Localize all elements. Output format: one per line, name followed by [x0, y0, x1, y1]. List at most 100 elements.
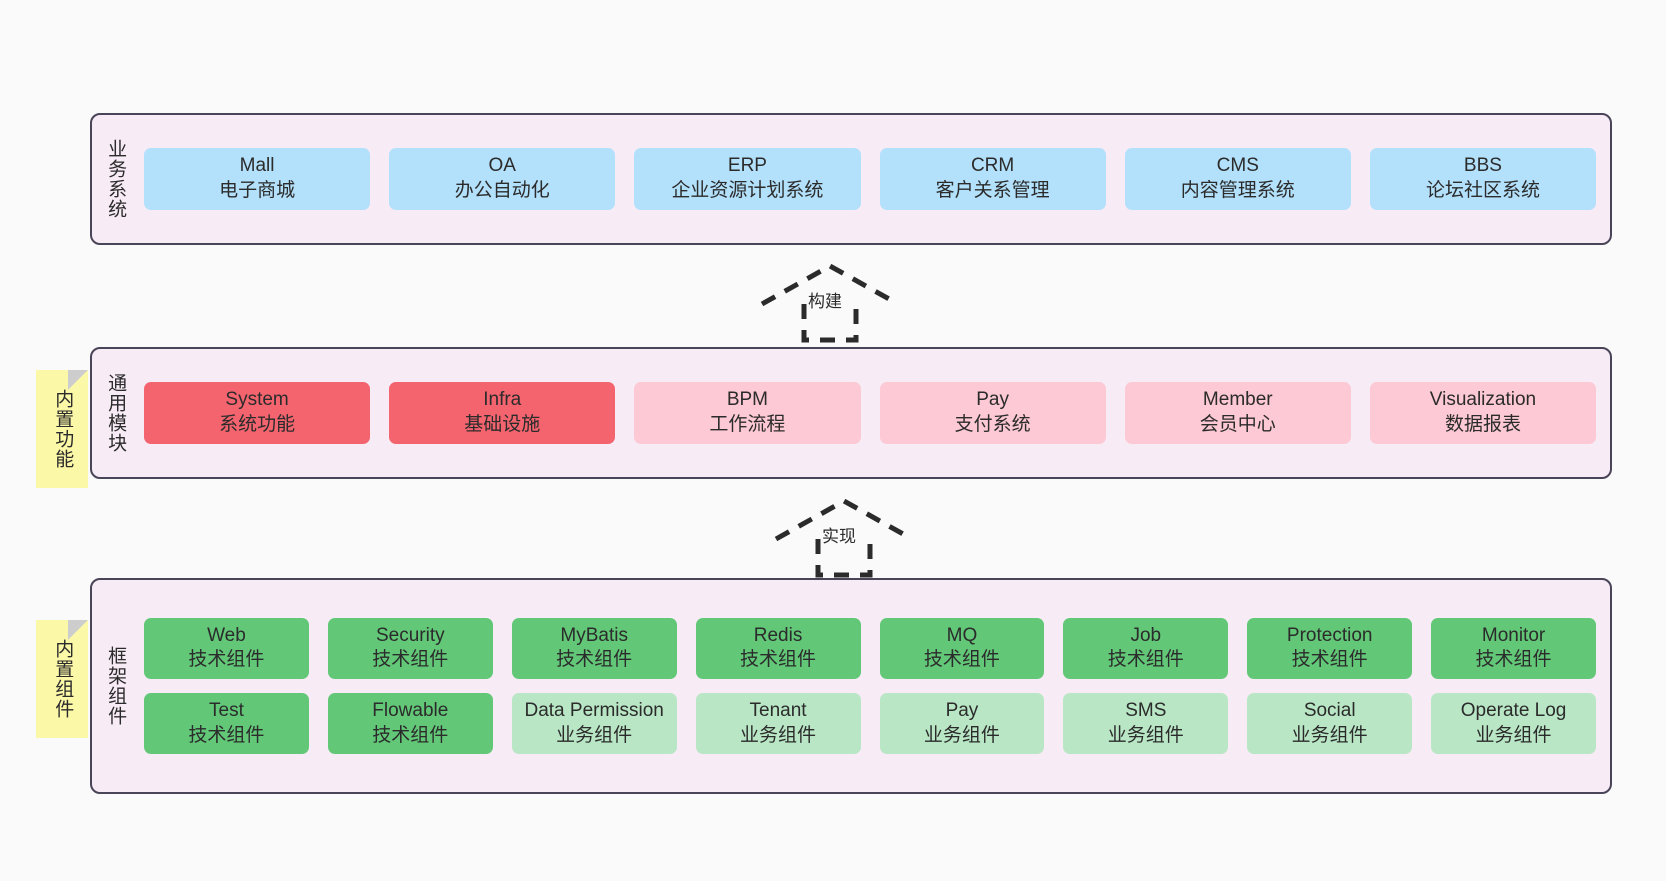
node-subtitle: 技术组件: [1291, 649, 1368, 671]
node-subtitle: 技术组件: [188, 724, 265, 746]
node-subtitle: 技术组件: [372, 649, 449, 671]
node-subtitle: 工作流程: [709, 414, 786, 435]
node-subtitle: 业务组件: [740, 724, 817, 746]
node-mall[interactable]: Mall 电子商城: [144, 148, 371, 210]
node-test[interactable]: Test 技术组件: [144, 693, 309, 755]
sticky-note-label: 内置组件: [52, 639, 74, 719]
node-bpm[interactable]: BPM 工作流程: [634, 382, 861, 444]
node-tenant[interactable]: Tenant 业务组件: [695, 693, 861, 755]
connector-implement: 实现: [772, 497, 918, 578]
node-subtitle: 业务组件: [556, 724, 633, 746]
node-title: Mall: [239, 155, 275, 177]
node-title: BPM: [726, 389, 769, 411]
node-title: Tenant: [749, 700, 807, 721]
node-title: CMS: [1216, 155, 1259, 177]
node-oa[interactable]: OA 办公自动化: [389, 148, 616, 210]
node-bbs[interactable]: BBS 论坛社区系统: [1369, 148, 1597, 210]
node-subtitle: 业务组件: [923, 724, 1000, 746]
layer-common-modules[interactable]: 通用模块 System 系统功能 Infra 基础设施 BPM 工作流程 Pay…: [90, 347, 1612, 479]
layer-row: Web 技术组件 Security 技术组件 MyBatis 技术组件 Redi…: [144, 617, 1596, 679]
node-web[interactable]: Web 技术组件: [144, 617, 309, 679]
node-operate-log[interactable]: Operate Log 业务组件: [1431, 693, 1596, 755]
node-title: OA: [488, 155, 516, 177]
node-title: Web: [207, 624, 246, 646]
node-cms[interactable]: CMS 内容管理系统: [1124, 148, 1351, 210]
node-mybatis[interactable]: MyBatis 技术组件: [511, 617, 677, 679]
node-subtitle: 论坛社区系统: [1425, 180, 1540, 201]
connector-label-implement: 实现: [822, 527, 856, 546]
layer-title-framework-components: 框架组件: [105, 646, 127, 726]
node-title: Visualization: [1429, 389, 1537, 411]
node-subtitle: 技术组件: [556, 649, 633, 671]
layer-row: System 系统功能 Infra 基础设施 BPM 工作流程 Pay 支付系统…: [144, 382, 1597, 444]
node-title: Redis: [753, 624, 803, 646]
node-subtitle: 内容管理系统: [1180, 180, 1295, 201]
node-flowable[interactable]: Flowable 技术组件: [327, 693, 493, 755]
layer-row: Mall 电子商城 OA 办公自动化 ERP 企业资源计划系统 CRM 客户关系…: [144, 148, 1597, 210]
node-title: System: [225, 389, 289, 411]
node-subtitle: 企业资源计划系统: [671, 180, 824, 201]
node-title: BBS: [1463, 155, 1502, 177]
sticky-note-builtin-functions: 内置功能: [36, 370, 88, 488]
node-subtitle: 技术组件: [188, 649, 265, 671]
node-monitor[interactable]: Monitor 技术组件: [1431, 617, 1596, 679]
node-social[interactable]: Social 业务组件: [1247, 693, 1413, 755]
node-title: Security: [375, 624, 445, 646]
layer-title-common-modules: 通用模块: [105, 373, 127, 453]
node-pay-component[interactable]: Pay 业务组件: [879, 693, 1045, 755]
generalization-arrow-icon: [774, 498, 914, 578]
node-subtitle: 技术组件: [923, 649, 1000, 671]
node-protection[interactable]: Protection 技术组件: [1247, 617, 1413, 679]
node-pay[interactable]: Pay 支付系统: [879, 382, 1106, 444]
node-system[interactable]: System 系统功能: [144, 382, 371, 444]
node-crm[interactable]: CRM 客户关系管理: [879, 148, 1106, 210]
node-subtitle: 支付系统: [954, 414, 1031, 435]
node-subtitle: 业务组件: [1291, 724, 1368, 746]
node-title: Flowable: [372, 700, 449, 721]
node-title: Social: [1303, 700, 1356, 721]
node-infra[interactable]: Infra 基础设施: [389, 382, 616, 444]
node-title: Test: [209, 700, 244, 721]
node-visualization[interactable]: Visualization 数据报表: [1369, 382, 1597, 444]
layer-business-systems[interactable]: 业务系统 Mall 电子商城 OA 办公自动化 ERP 企业资源计划系统 CRM…: [90, 113, 1612, 245]
node-member[interactable]: Member 会员中心: [1124, 382, 1351, 444]
node-title: MyBatis: [560, 624, 628, 646]
node-redis[interactable]: Redis 技术组件: [695, 617, 861, 679]
node-title: Protection: [1286, 624, 1373, 646]
node-title: Infra: [483, 389, 522, 411]
layer-body-framework-components: Web 技术组件 Security 技术组件 MyBatis 技术组件 Redi…: [138, 580, 1610, 792]
node-mq[interactable]: MQ 技术组件: [879, 617, 1045, 679]
node-title: Member: [1202, 389, 1273, 411]
node-subtitle: 技术组件: [1107, 649, 1184, 671]
node-job[interactable]: Job 技术组件: [1063, 617, 1229, 679]
node-erp[interactable]: ERP 企业资源计划系统: [634, 148, 861, 210]
layer-row: Test 技术组件 Flowable 技术组件 Data Permission …: [144, 693, 1596, 755]
node-title: CRM: [970, 155, 1015, 177]
node-title: MQ: [946, 624, 978, 646]
layer-title-business-systems: 业务系统: [105, 139, 127, 219]
sticky-note-label: 内置功能: [52, 389, 74, 469]
layer-framework-components[interactable]: 框架组件 Web 技术组件 Security 技术组件 MyBatis 技术组件…: [90, 578, 1612, 794]
node-subtitle: 系统功能: [219, 414, 296, 435]
node-title: Pay: [976, 389, 1009, 411]
layer-body-business-systems: Mall 电子商城 OA 办公自动化 ERP 企业资源计划系统 CRM 客户关系…: [138, 115, 1610, 243]
node-title: Data Permission: [524, 700, 664, 721]
node-title: Job: [1130, 624, 1162, 646]
node-subtitle: 技术组件: [740, 649, 817, 671]
node-subtitle: 技术组件: [372, 724, 449, 746]
node-data-permission[interactable]: Data Permission 业务组件: [511, 693, 677, 755]
node-subtitle: 业务组件: [1107, 724, 1184, 746]
node-subtitle: 基础设施: [464, 414, 541, 435]
sticky-note-builtin-components: 内置组件: [36, 620, 88, 738]
node-security[interactable]: Security 技术组件: [327, 617, 493, 679]
node-subtitle: 数据报表: [1444, 414, 1521, 435]
node-title: Pay: [945, 700, 979, 721]
node-subtitle: 会员中心: [1199, 414, 1276, 435]
node-subtitle: 技术组件: [1475, 649, 1552, 671]
node-sms[interactable]: SMS 业务组件: [1063, 693, 1229, 755]
node-subtitle: 客户关系管理: [935, 180, 1050, 201]
node-title: Operate Log: [1460, 700, 1567, 721]
node-title: SMS: [1125, 700, 1167, 721]
connector-label-build: 构建: [808, 292, 842, 311]
generalization-arrow-icon: [760, 263, 900, 343]
